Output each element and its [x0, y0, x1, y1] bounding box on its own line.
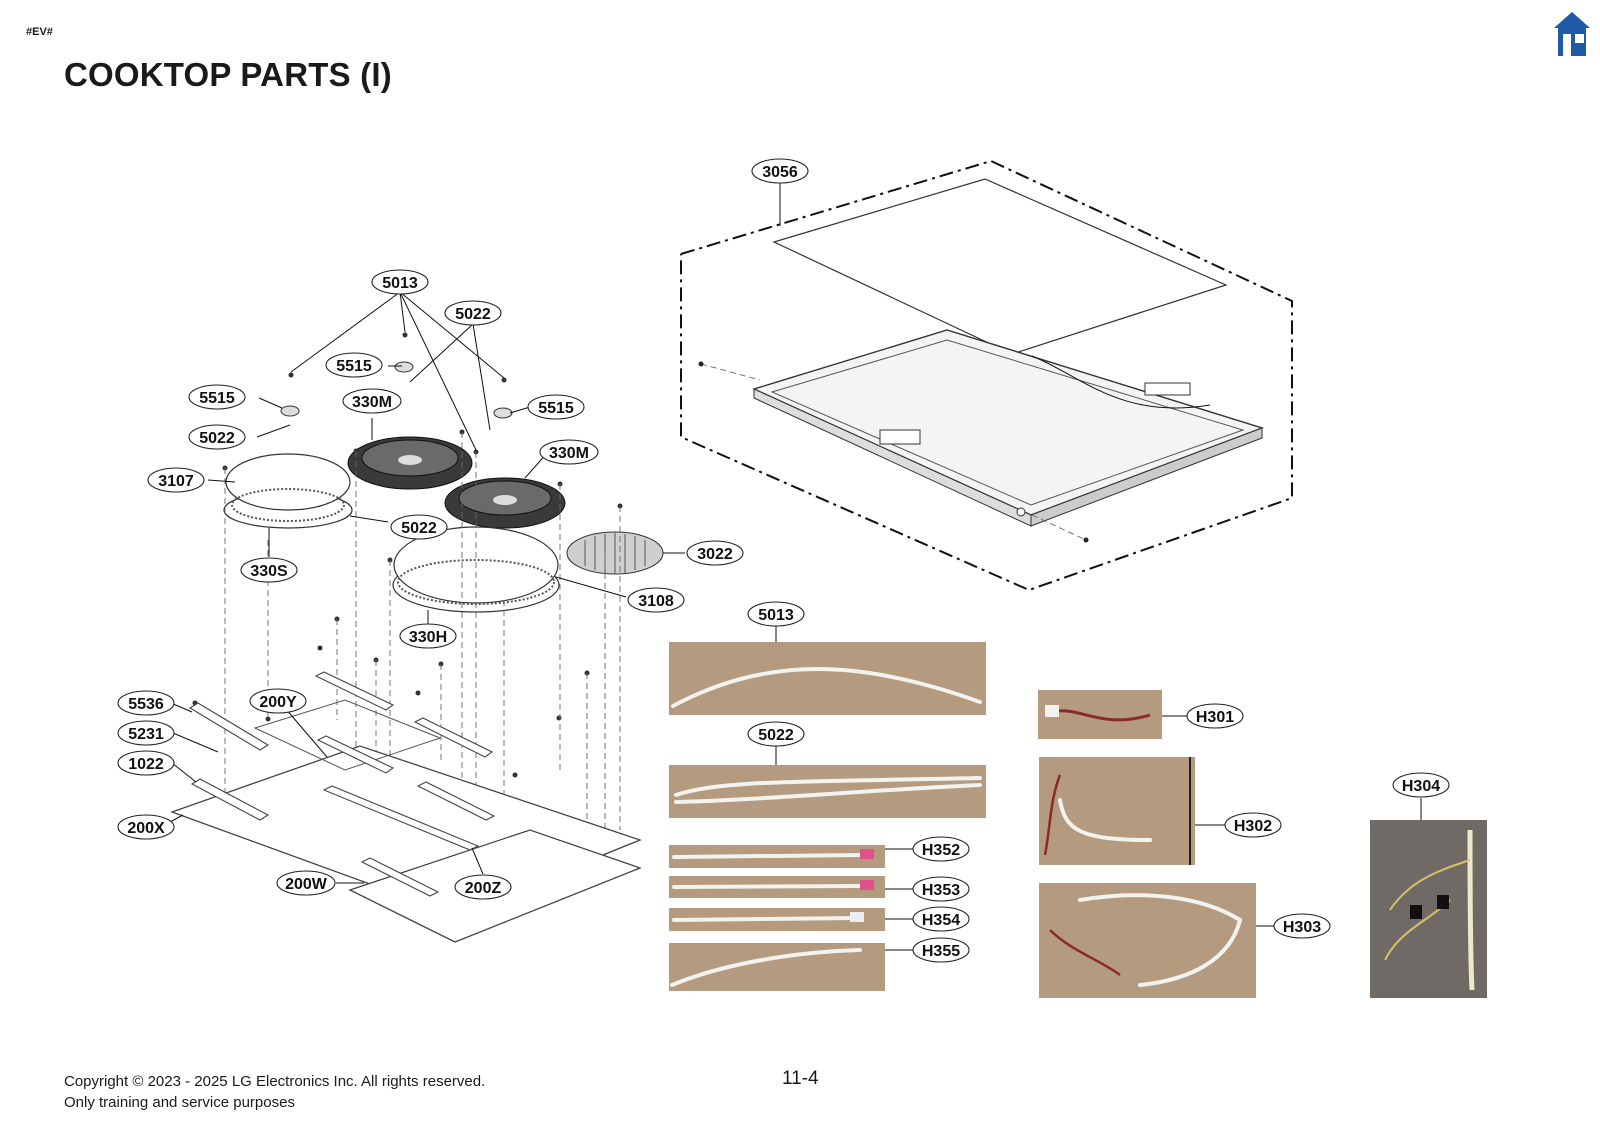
callout-label: H302 [1234, 818, 1272, 835]
callout-200z[interactable]: 200Z [454, 874, 512, 900]
callout-h303[interactable]: H303 [1273, 913, 1331, 939]
callout-label: 330M [352, 394, 392, 411]
callout-label: 330H [409, 629, 447, 646]
callout-330h[interactable]: 330H [399, 623, 457, 649]
callout-label: 5515 [199, 390, 235, 407]
callout-3022[interactable]: 3022 [686, 540, 744, 566]
callout-label: 5022 [401, 520, 437, 537]
callout-5231[interactable]: 5231 [117, 720, 175, 746]
callout-label: 1022 [128, 756, 164, 773]
callout-label: 5536 [128, 696, 164, 713]
callout-5022[interactable]: 5022 [390, 514, 448, 540]
callout-5515[interactable]: 5515 [188, 384, 246, 410]
callout-label: 5515 [336, 358, 372, 375]
callout-label: 330M [549, 445, 589, 462]
usage-note: Only training and service purposes [64, 1094, 295, 1111]
callout-label: H355 [922, 943, 960, 960]
callout-label: 5231 [128, 726, 164, 743]
base-plate-group [170, 671, 642, 943]
callout-h354[interactable]: H354 [912, 906, 970, 932]
callout-5022[interactable]: 5022 [747, 721, 805, 747]
callout-5022[interactable]: 5022 [188, 424, 246, 450]
harness-h355-photo [669, 943, 885, 991]
harness-h301-photo [1038, 690, 1162, 739]
callout-200y[interactable]: 200Y [249, 688, 307, 714]
callout-label: 200X [127, 820, 165, 837]
document-code: #EV# [26, 26, 53, 38]
callout-label: 3108 [638, 593, 674, 610]
copyright-text: Copyright © 2023 - 2025 LG Electronics I… [64, 1073, 486, 1090]
callout-200w[interactable]: 200W [276, 870, 336, 896]
callout-h302[interactable]: H302 [1224, 812, 1282, 838]
callout-label: 5515 [538, 400, 574, 417]
harness-h304-photo [1370, 820, 1487, 998]
harness-h303-photo [1039, 883, 1256, 998]
callout-h304[interactable]: H304 [1392, 772, 1450, 798]
callout-h352[interactable]: H352 [912, 836, 970, 862]
leader-lines [169, 183, 1422, 951]
callout-3107[interactable]: 3107 [147, 467, 205, 493]
harness-h302-photo [1039, 757, 1195, 865]
harness-photos [669, 642, 1487, 998]
callout-label: H301 [1196, 709, 1234, 726]
callout-h355[interactable]: H355 [912, 937, 970, 963]
callout-3056[interactable]: 3056 [751, 158, 809, 184]
harness-5013-photo [669, 642, 986, 715]
harness-h353-photo [669, 876, 885, 898]
callout-label: 200Z [465, 880, 502, 897]
callout-label: 200Y [259, 694, 297, 711]
callout-200x[interactable]: 200X [117, 814, 175, 840]
callout-label: H304 [1402, 778, 1440, 795]
callout-330m[interactable]: 330M [342, 388, 402, 414]
callout-5013[interactable]: 5013 [371, 269, 429, 295]
callout-5515[interactable]: 5515 [527, 394, 585, 420]
callout-5536[interactable]: 5536 [117, 690, 175, 716]
callout-330m[interactable]: 330M [539, 439, 599, 465]
callout-label: 3107 [158, 473, 194, 490]
home-icon[interactable] [1552, 10, 1592, 58]
callout-label: H353 [922, 882, 960, 899]
callout-label: 5022 [199, 430, 235, 447]
page-number: 11-4 [782, 1068, 819, 1089]
callout-label: 5022 [455, 306, 491, 323]
callout-5515[interactable]: 5515 [325, 352, 383, 378]
callout-label: 330S [250, 563, 288, 580]
callout-label: 3022 [697, 546, 733, 563]
harness-h352-photo [669, 845, 885, 868]
callout-5022[interactable]: 5022 [444, 300, 502, 326]
callout-h353[interactable]: H353 [912, 876, 970, 902]
harness-h354-photo [669, 908, 885, 931]
callout-label: H352 [922, 842, 960, 859]
page-title: COOKTOP PARTS (I) [64, 56, 392, 93]
callout-label: H303 [1283, 919, 1321, 936]
callout-label: H354 [922, 912, 960, 929]
callout-label: 3056 [762, 164, 798, 181]
callout-label: 5022 [758, 727, 794, 744]
callout-330s[interactable]: 330S [240, 557, 298, 583]
callout-1022[interactable]: 1022 [117, 750, 175, 776]
callout-label: 200W [285, 876, 328, 893]
callout-h301[interactable]: H301 [1186, 703, 1244, 729]
callout-label: 5013 [758, 607, 794, 624]
harness-5022-photo [669, 765, 986, 818]
cooktop-frame-assembly [680, 159, 1293, 592]
callout-5013[interactable]: 5013 [747, 601, 805, 627]
callout-3108[interactable]: 3108 [627, 587, 685, 613]
callout-label: 5013 [382, 275, 418, 292]
